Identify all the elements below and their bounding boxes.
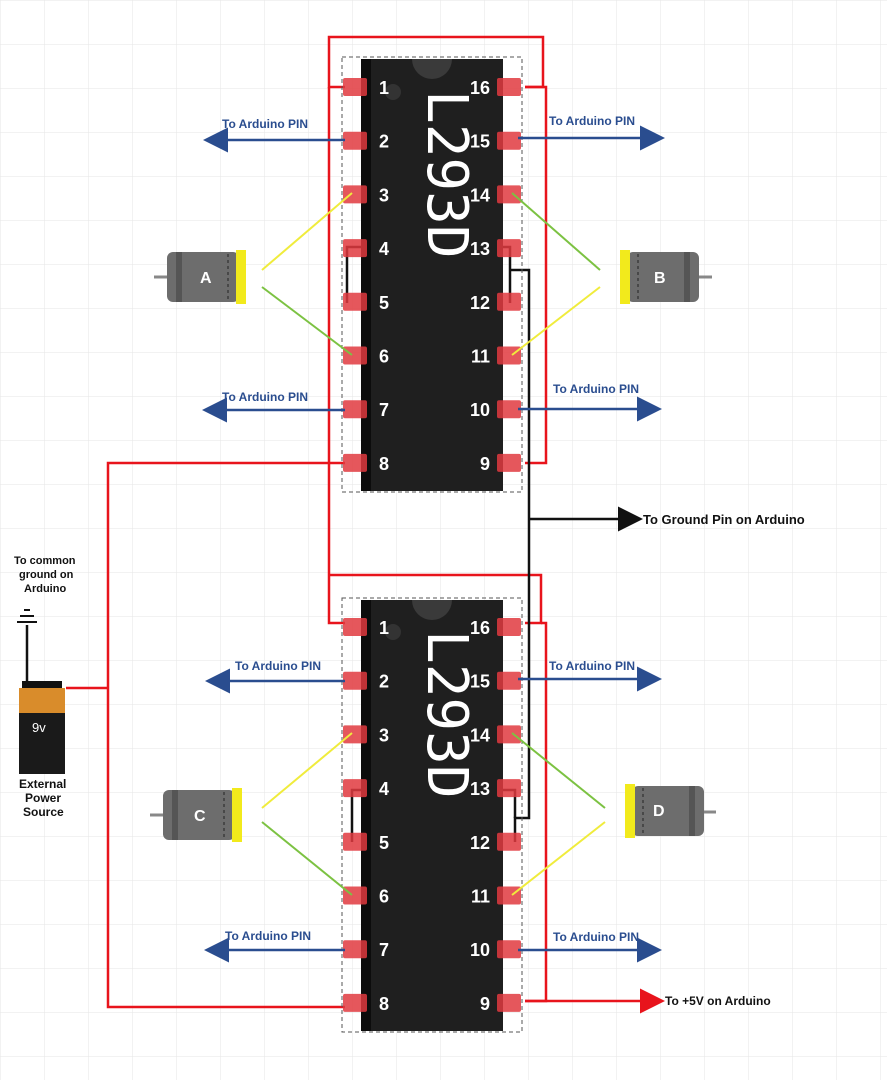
chip-top-pin-9-label: 9 — [480, 454, 490, 474]
chip-bottom-label: L293D — [414, 630, 479, 799]
chip-top-pin-12-label: 12 — [470, 293, 490, 313]
chip-top-pin-14-label: 14 — [470, 185, 490, 205]
chip-bottom-pin-2-label: 2 — [379, 672, 389, 692]
motor-a-icon: A — [154, 250, 246, 304]
common-ground-line3: Arduino — [24, 583, 66, 595]
chip-top-pin-11-label: 11 — [471, 347, 490, 367]
chip-top-pin-6-label: 6 — [379, 347, 389, 367]
arduino-label-bottom-pin15: To Arduino PIN — [549, 659, 635, 673]
chip-top-pin-7-label: 7 — [379, 400, 389, 420]
common-ground-line2: ground on — [19, 569, 74, 581]
arduino-label-bottom-pin10: To Arduino PIN — [553, 930, 639, 944]
chip-bottom-pin-12-pad — [497, 832, 521, 851]
chip-top-pin-5-pad — [343, 292, 367, 311]
chip-bottom-pin-10-label: 10 — [470, 940, 490, 960]
chip-top-pin-16-pad — [497, 78, 521, 96]
arduino-label-top-pin7: To Arduino PIN — [222, 390, 308, 404]
chip-bottom-pin-7-pad — [343, 940, 367, 959]
chip-bottom-pin-3-pad — [343, 725, 367, 744]
chip-bottom-pin-9-pad — [497, 993, 521, 1012]
arduino-arrows — [202, 125, 665, 963]
l293d-chip-bottom — [341, 597, 523, 1033]
chip-top-pin-12-pad — [497, 292, 521, 311]
motor-b-label: B — [654, 270, 666, 287]
chip-top-pin-6-pad — [343, 346, 367, 365]
chip-bottom-pin-5-pad — [343, 832, 367, 851]
chip-bottom-pin-13-pad — [497, 779, 521, 798]
external-line2: Power — [25, 791, 61, 805]
chip-bottom-pin-13-label: 13 — [470, 779, 490, 799]
chip-bottom-pin-7-label: 7 — [379, 940, 389, 960]
chip-bottom-pin-16-pad — [497, 618, 521, 636]
chip-top-pin-13-pad — [497, 239, 521, 258]
chip-top-pin-8-pad — [343, 453, 367, 472]
chip-bottom-pin-4-label: 4 — [379, 779, 389, 799]
plus5v-label: To +5V on Arduino — [665, 994, 771, 1008]
external-line3: Source — [23, 805, 64, 819]
chip-bottom-pin-11-pad — [497, 886, 521, 905]
chip-top-pin-4-label: 4 — [379, 239, 389, 259]
arduino-label-top-pin10: To Arduino PIN — [553, 382, 639, 396]
chip-bottom-pin-15-label: 15 — [470, 672, 490, 692]
chip-bottom-pin-3-label: 3 — [379, 725, 389, 745]
chip-top-pin-14-pad — [497, 185, 521, 204]
chip-bottom-pin-1-pad — [343, 618, 367, 636]
external-line1: External — [19, 777, 66, 791]
chip-bottom-pin-14-label: 14 — [470, 725, 490, 745]
motor-b-icon: B — [620, 250, 712, 304]
chip-bottom-pin-6-pad — [343, 886, 367, 905]
chip-top-pin-1-pad — [343, 78, 367, 96]
chip-top-pin-2-label: 2 — [379, 132, 389, 152]
chip-top-pin-1-label: 1 — [379, 78, 389, 98]
chip-top-pin-5-label: 5 — [379, 293, 389, 313]
arduino-label-bottom-pin2: To Arduino PIN — [235, 659, 321, 673]
arduino-label-bottom-pin7: To Arduino PIN — [225, 929, 311, 943]
chip-top-pin-7-pad — [343, 400, 367, 419]
chip-top-pin-9-pad — [497, 453, 521, 472]
pins-layer: 1234567816151413121110912345678161514131… — [343, 78, 521, 1014]
common-ground-line1: To common — [14, 555, 76, 567]
chip-top-pin-13-label: 13 — [470, 239, 490, 259]
motor-d-label: D — [653, 803, 665, 820]
chip-bottom-pin-9-label: 9 — [480, 994, 490, 1014]
chip-top-pin-3-pad — [343, 185, 367, 204]
chip-top-pin-4-pad — [343, 239, 367, 258]
chip-top-label: L293D — [414, 90, 479, 259]
ground-symbol-icon — [17, 609, 37, 623]
arduino-label-top-pin2: To Arduino PIN — [222, 117, 308, 131]
chip-bottom-pin-8-label: 8 — [379, 994, 389, 1014]
chip-bottom-pin-8-pad — [343, 993, 367, 1012]
chip-top-pin-3-label: 3 — [379, 185, 389, 205]
chip-bottom-pin-2-pad — [343, 671, 367, 690]
motor-wires — [261, 192, 606, 896]
l293d-chip-top — [341, 56, 523, 493]
chip-bottom-pin-6-label: 6 — [379, 887, 389, 907]
motor-d-icon: D — [625, 784, 716, 838]
chip-bottom-pin-16-label: 16 — [470, 618, 490, 638]
chip-top-pin-10-label: 10 — [470, 400, 490, 420]
battery-voltage: 9v — [32, 720, 46, 735]
chip-top-pin-8-label: 8 — [379, 454, 389, 474]
arduino-label-top-pin15: To Arduino PIN — [549, 114, 635, 128]
motor-c-label: C — [194, 808, 206, 825]
ground-pin-label: To Ground Pin on Arduino — [643, 512, 805, 527]
battery-9v-icon: 9v — [19, 681, 65, 774]
chip-top-pin-15-label: 15 — [470, 132, 490, 152]
chip-bottom-pin-4-pad — [343, 779, 367, 798]
chip-top-pin-10-pad — [497, 400, 521, 419]
chip-bottom-pin-12-label: 12 — [470, 833, 490, 853]
chip-top-pin-2-pad — [343, 131, 367, 150]
chip-bottom-pin-11-label: 11 — [471, 887, 490, 907]
motor-a-label: A — [200, 270, 212, 287]
chip-bottom-pin-15-pad — [497, 671, 521, 690]
chip-top-pin-11-pad — [497, 346, 521, 365]
motor-c-icon: C — [150, 788, 242, 842]
chip-bottom-pin-1-label: 1 — [379, 618, 389, 638]
chip-bottom-pin-5-label: 5 — [379, 833, 389, 853]
chip-bottom-pin-10-pad — [497, 940, 521, 959]
chip-top-pin-15-pad — [497, 131, 521, 150]
chip-top-pin-16-label: 16 — [470, 78, 490, 98]
chip-bottom-pin-14-pad — [497, 725, 521, 744]
